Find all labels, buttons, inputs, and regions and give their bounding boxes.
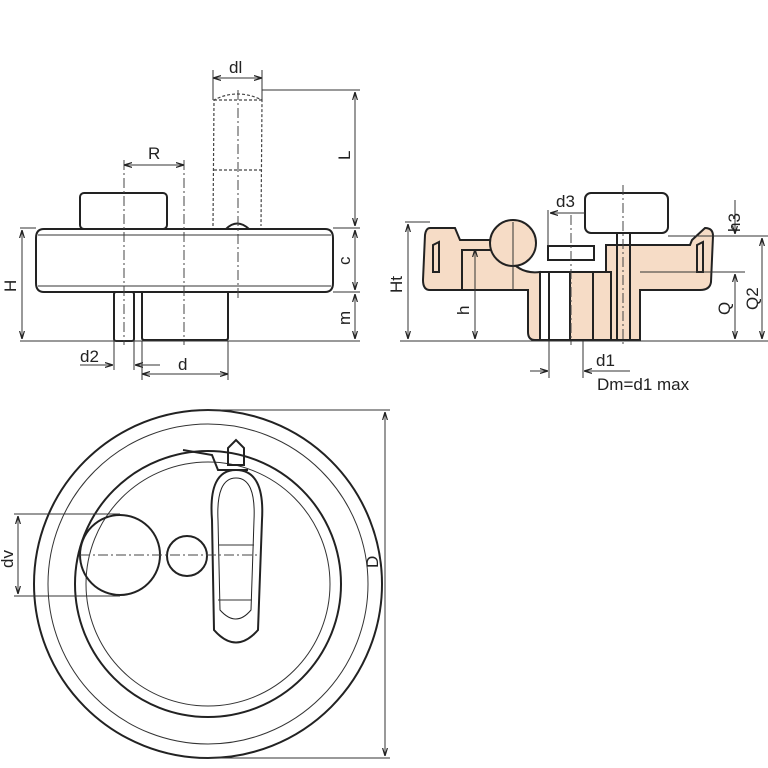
side-boss [141,292,229,341]
label-d1: d1 [596,351,615,370]
section-view: d3 h3 Ht h Q Q2 d1 Dm=d1 max [387,185,768,394]
label-L: L [335,151,354,160]
label-dl: dl [229,58,242,77]
label-c: c [335,256,354,265]
label-d: d [178,355,187,374]
label-R: R [148,144,160,163]
label-Q2: Q2 [743,287,762,310]
label-d2: d2 [80,347,99,366]
label-dv: dv [0,550,17,568]
top-handle-nut [227,438,245,466]
top-view: D dv [0,409,390,759]
side-rim [35,228,334,293]
label-h: h [454,306,473,315]
label-d3: d3 [556,192,575,211]
section-pin [616,232,631,341]
label-Ht: Ht [387,276,406,293]
label-D: D [363,556,382,568]
top-handle [210,468,264,644]
side-view: dl R L c m H d2 d [1,58,360,380]
section-knob [584,192,669,234]
label-m: m [335,311,354,325]
label-h3: h3 [725,213,744,232]
top-ball [166,535,208,577]
bore-left [539,271,571,341]
label-Q: Q [715,302,734,315]
label-dm-note: Dm=d1 max [597,375,690,394]
label-H: H [1,280,20,292]
